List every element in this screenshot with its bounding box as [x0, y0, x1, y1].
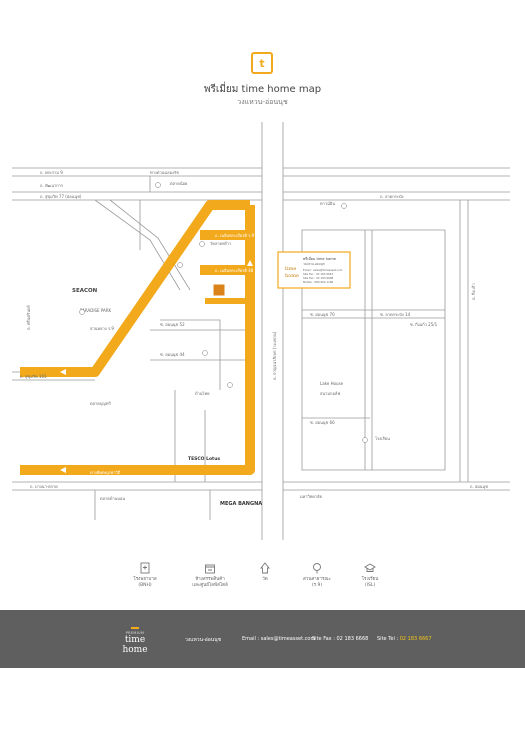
- place-label: โรงเรียน: [375, 436, 390, 441]
- footer-logo: PREMIUM time home: [115, 620, 155, 655]
- road-label: ทางพิเศษบูรพาวิถี: [90, 470, 121, 476]
- brand-logo-icon: t: [251, 52, 273, 74]
- footer-fax: Site Fax : 02 183 6668: [312, 636, 369, 642]
- soi-label: ซ. อ่อนนุช 52: [160, 322, 185, 328]
- place-label: ตลาดบ้านบอน: [100, 496, 125, 501]
- place-label: ตลาดบุญทวี: [90, 401, 111, 407]
- footer-project-name: วงแหวน-อ่อนนุช: [185, 637, 222, 643]
- place-label: มหาวิทยาลัย: [300, 494, 322, 499]
- road-label: ถ. กิ่งแก้ว: [471, 283, 476, 300]
- soi-label: ซ. อ่อนนุช 70: [310, 312, 335, 318]
- route-arrows: [60, 260, 253, 473]
- soi-label-group: ซ. อ่อนนุช 70 ซ. อ่อนนุช 66 ซ. อ่อนนุช 5…: [160, 312, 438, 426]
- road-label: ถ. กาญจนาภิเษก (วงแหวน): [272, 331, 277, 380]
- legend-mall: ห้างสรรพสินค้า และศูนย์ไลฟ์สไตล์: [180, 562, 240, 589]
- place-label: MEGA BANGNA: [220, 501, 262, 507]
- legend-school: โรงเรียน (ISL): [340, 562, 400, 589]
- legend-park: สวนสาธารณะ (ร.9): [287, 562, 347, 589]
- place-label: Lake House: [320, 381, 344, 386]
- project-strip: [205, 298, 250, 304]
- highlighted-route: [20, 200, 255, 475]
- road-label: ทางด่วนฉลองรัช: [150, 170, 179, 175]
- footer-email: Email : sales@timeasset.com: [242, 636, 316, 642]
- road-network: [12, 167, 510, 520]
- project-callout: time home พรีเมี่ยม time home วงแหวน-อ่อ…: [277, 251, 351, 289]
- road-label: ถ. เฉลิมพระเกียรติ 48: [215, 268, 254, 273]
- road-label: ถ. อ่อนนุช: [470, 484, 488, 490]
- place-label: PARADISE PARK: [80, 308, 112, 313]
- school-icon: [364, 563, 376, 572]
- road-label: ถ. ลาดกระบัง: [380, 194, 404, 199]
- callout-email: Email : sales@timeasset.com: [303, 268, 343, 272]
- place-label: สวนหลวง ร.9: [90, 326, 114, 331]
- road-label: ถ. สุขุมวิท 77 (อ่อนนุช): [40, 194, 82, 200]
- callout-mobile: Mobile : 089 964 1166: [303, 280, 334, 284]
- place-label: บ้านไทย: [195, 391, 210, 396]
- park-icon: [313, 563, 321, 574]
- temple-icon: [260, 562, 270, 574]
- ring-road: [261, 122, 284, 540]
- callout-logo-word-1: time: [285, 266, 296, 272]
- legend-temple: วัด: [235, 562, 295, 583]
- hospital-icon: [140, 562, 150, 574]
- road-label-group: ถ. พระราม 9 ถ. พัฒนาการ ถ. สุขุมวิท 77 (…: [20, 170, 488, 490]
- road-label: ถ. พระราม 9: [40, 170, 63, 175]
- callout-tel: Site Tel. : 02 183 6667: [303, 272, 333, 276]
- footer-logo-mark-icon: [131, 620, 139, 629]
- soi-label: ซ. อ่อนนุช 66: [310, 420, 335, 426]
- callout-fax: Site Fax : 02 183 6668: [303, 276, 334, 280]
- soi-label: ซ. ลาดกระบัง 14: [380, 312, 411, 317]
- road-label: ถ. พัฒนาการ: [40, 183, 64, 188]
- road-label: ถ. บางนา-ตราด: [30, 484, 58, 489]
- soi-label: ซ. อ่อนนุช 44: [160, 352, 185, 358]
- footer-tel: Site Tel : 02 183 6667: [377, 636, 432, 642]
- road-label: ถ. ศรีนครินทร์: [26, 304, 31, 330]
- place-label: SEACON: [72, 288, 98, 294]
- shopping-mall-icon: [205, 564, 215, 574]
- callout-name: พรีเมี่ยม time home: [303, 256, 337, 261]
- callout-logo-word-2: home: [285, 273, 299, 279]
- map-subtitle: วงแหวน-อ่อนนุช: [237, 98, 288, 106]
- project-marker-icon: [212, 283, 226, 297]
- landmark-pins: [79, 182, 368, 443]
- place-label: ทาวน์อิน: [320, 201, 335, 206]
- legend-hospital: โรงพยาบาล (BNH): [115, 562, 175, 589]
- road-label: ถ. สุขุมวิท 103: [20, 374, 47, 380]
- callout-subtitle: วงแหวน-อ่อนนุช: [303, 262, 325, 267]
- place-label: TESCO Lotus: [188, 456, 220, 462]
- place-label: ตลาดน้อย: [170, 181, 187, 186]
- place-label-group: ตลาดน้อย ทาวน์อิน วัดลาดพร้าว SEACON PAR…: [72, 181, 390, 507]
- soi-label: ซ. กิ่งแก้ว 25/1: [410, 322, 438, 327]
- place-label: สนามกอล์ฟ: [320, 391, 340, 396]
- footer-bar: [0, 610, 525, 668]
- place-label: วัดลาดพร้าว: [210, 241, 231, 246]
- road-label: ถ. เฉลิมพระเกียรติ ร.9: [215, 233, 255, 238]
- map-title: พรีเมี่ยม time home map: [203, 84, 322, 95]
